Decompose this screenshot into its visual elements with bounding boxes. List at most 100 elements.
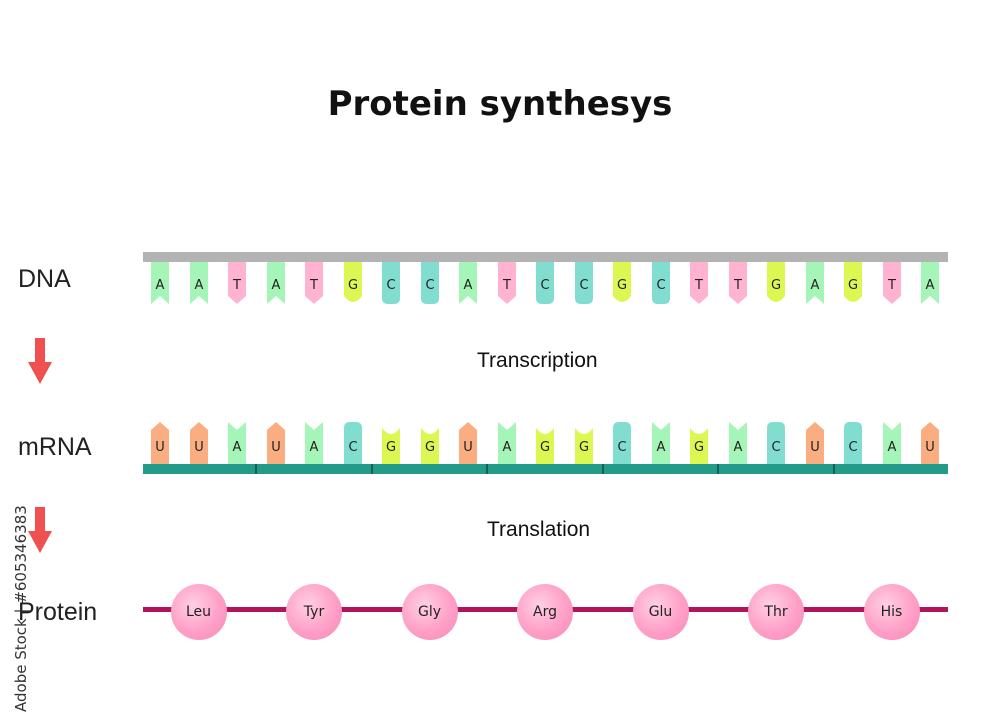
mrna-base-letter: C [848,440,857,455]
dna-base: A [266,262,285,304]
mrna-base: A [728,422,747,464]
mrna-base: A [651,422,670,464]
dna-base-letter: G [771,278,781,293]
amino-acid: Leu [170,584,227,640]
mrna-base: U [151,422,169,464]
mrna-base: U [189,422,208,464]
translation-label: Translation [487,518,591,541]
mrna-base: C [343,422,362,464]
dna-base-letter: A [810,278,819,293]
codon-separator [601,464,604,474]
amino-acid: Gly [401,584,458,640]
dna-base-letter: A [194,278,203,293]
amino-acid: His [863,584,920,640]
mrna-base: G [690,428,708,464]
codon-separator [717,464,720,474]
dna-base: A [921,262,939,304]
mrna-base-letter: C [771,440,780,455]
mrna-base-letter: G [386,440,396,455]
dna-base: A [151,262,169,304]
mrna-base: A [497,422,516,464]
amino-acid: Thr [748,584,804,640]
dna-base: C [536,262,554,304]
mrna-base-letter: A [733,440,742,455]
mrna-base-letter: C [617,440,626,455]
codon-separator [832,464,835,474]
dna-base: G [767,262,785,302]
mrna-base: U [805,422,824,464]
dna-base-letter: T [733,278,742,293]
mrna-base-letter: C [348,440,357,455]
dna-base: T [728,262,747,304]
dna-base: T [690,262,708,304]
mrna-base-letter: A [310,440,319,455]
dna-base-letter: T [232,278,241,293]
mrna-base: C [767,422,785,464]
dna-base-letter: C [540,278,549,293]
dna-label: DNA [18,265,71,293]
dna-base: G [343,262,362,302]
protein-label: Protein [18,598,98,626]
dna-base-letter: C [425,278,434,293]
down-arrow-icon [28,507,52,553]
mrna-base-letter: U [271,440,281,455]
dna-base: T [305,262,323,304]
mrna-base-letter: G [540,440,550,455]
mrna-base: G [574,428,593,464]
dna-base-letter: A [464,278,473,293]
codon-separator [370,464,373,474]
dna-base-letter: T [502,278,511,293]
dna-base: T [228,262,246,304]
dna-base-letter: A [926,278,935,293]
mrna-base: A [882,422,901,464]
mrna-base-letter: G [424,440,434,455]
mrna-base-letter: A [656,440,665,455]
codon-separator [486,464,489,474]
mrna-base: C [844,422,862,464]
dna-base: C [651,262,670,304]
dna-base-letter: G [848,278,858,293]
dna-base-letter: A [156,278,165,293]
mrna-base: A [305,422,323,464]
mrna-base-letter: A [887,440,896,455]
mrna-base-letter: U [155,440,165,455]
dna-base-letter: T [887,278,896,293]
mrna-base: G [420,428,439,464]
watermark: Adobe Stock | #605346383 [12,505,30,712]
watermark-text: Adobe Stock | #605346383 [12,505,30,712]
dna-base: T [882,262,901,304]
mrna-base-letter: A [233,440,242,455]
mrna-base: U [921,422,939,464]
mrna-base-letter: U [194,440,204,455]
dna-backbone [143,252,948,262]
dna-base-letter: T [309,278,318,293]
mrna-base: U [266,422,285,464]
dna-base: C [420,262,439,304]
transcription-label: Transcription [477,349,598,372]
amino-acid: Glu [632,584,689,640]
dna-base-letter: G [617,278,627,293]
codon-separator [255,464,258,474]
dna-base-letter: T [694,278,703,293]
dna-base-letter: C [579,278,588,293]
dna-base: A [459,262,477,304]
mrna-base-letter: G [694,440,704,455]
mrna-base: A [228,422,246,464]
mrna-backbone [143,464,948,474]
dna-base-letter: G [347,278,357,293]
dna-base-letter: A [271,278,280,293]
mrna-label: mRNA [18,433,92,461]
amino-acid: Arg [517,584,573,640]
mrna-base-letter: U [463,440,473,455]
mrna-base: G [536,428,554,464]
down-arrow-icon [28,338,52,384]
dna-base: G [613,262,631,302]
mrna-base-letter: U [925,440,935,455]
dna-base: T [497,262,516,304]
diagram-title: Protein synthesys [327,84,673,124]
dna-base: A [189,262,208,304]
mrna-base-letter: U [810,440,820,455]
dna-base-letter: C [386,278,395,293]
mrna-base: U [459,422,477,464]
mrna-base-letter: G [578,440,588,455]
